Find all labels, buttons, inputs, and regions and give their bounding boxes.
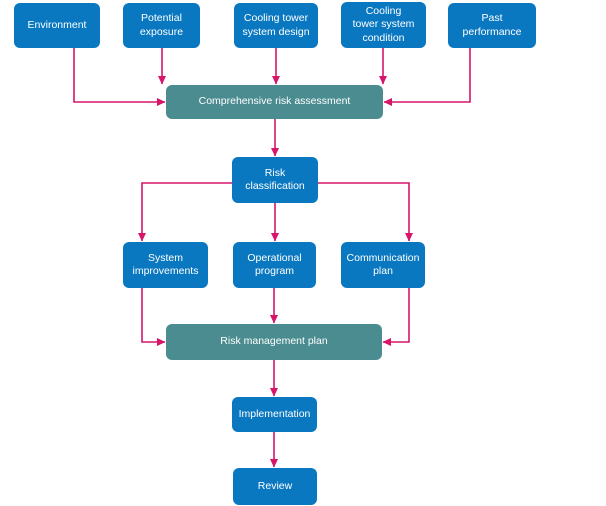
node-potential-exposure: Potential exposure: [123, 3, 200, 48]
node-environment: Environment: [14, 3, 100, 48]
node-system-improvements: System improvements: [123, 242, 208, 288]
connector-environment-to-assessment: [73, 48, 166, 106]
connector-risk-classification-to-communication-plan: [318, 182, 413, 242]
connector-past-performance-to-assessment: [383, 48, 471, 106]
connector-communication-plan-to-management-plan: [382, 288, 410, 346]
node-cooling-tower-system-condition: Cooling tower system condition: [341, 2, 426, 48]
node-communication-plan: Communication plan: [341, 242, 425, 288]
node-risk-management-plan: Risk management plan: [166, 324, 382, 360]
connector-system-improvements-to-management-plan: [141, 288, 166, 346]
node-operational-program: Operational program: [233, 242, 316, 288]
node-risk-classification: Risk classification: [232, 157, 318, 203]
node-past-performance: Past performance: [448, 3, 536, 48]
connector-risk-classification-to-system-improvements: [138, 182, 232, 242]
node-cooling-tower-system-design: Cooling tower system design: [234, 3, 318, 48]
node-comprehensive-risk-assessment: Comprehensive risk assessment: [166, 85, 383, 119]
node-review: Review: [233, 468, 317, 505]
node-implementation: Implementation: [232, 397, 317, 432]
